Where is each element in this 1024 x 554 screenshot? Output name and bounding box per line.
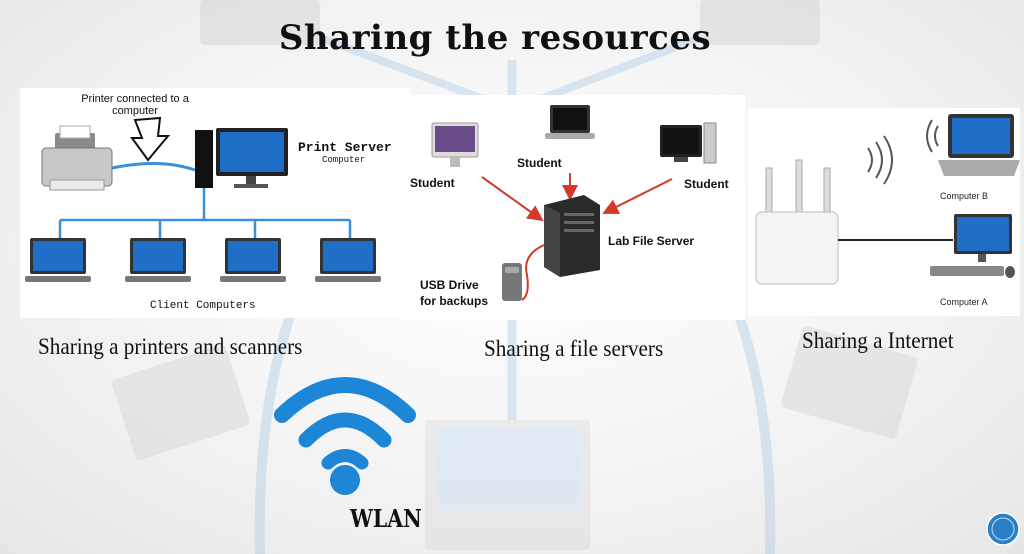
computer-b-label: Computer B bbox=[940, 191, 989, 201]
caption-internet: Sharing a Internet bbox=[802, 328, 954, 353]
channel-logo bbox=[986, 512, 1020, 546]
computer-b-laptop-icon bbox=[938, 114, 1020, 176]
wireless-router-icon bbox=[755, 159, 839, 285]
printer-label: Printer connected to a computer bbox=[81, 93, 189, 117]
print-server-computer-icon bbox=[195, 128, 288, 188]
lab-file-server-label: Lab File Server bbox=[608, 234, 695, 248]
print-sharing-panel: Printer connected to a computer Print Se… bbox=[20, 88, 410, 318]
student-imac-icon bbox=[431, 122, 479, 167]
student-left-label: Student bbox=[410, 176, 455, 190]
print-server-label: Print Server bbox=[298, 140, 392, 155]
print-server-sublabel: Computer bbox=[322, 155, 366, 165]
usb-drive-icon bbox=[502, 263, 522, 301]
student-laptop-icon bbox=[545, 105, 595, 139]
caption-file-servers: Sharing a file servers bbox=[484, 336, 664, 361]
caption-printers: Sharing a printers and scanners bbox=[38, 334, 303, 359]
usb-drive-label: USB Drive bbox=[420, 278, 479, 292]
file-sharing-panel: Student Student Student Lab File Server … bbox=[402, 95, 745, 320]
computer-a-label: Computer A bbox=[940, 297, 988, 307]
student-right-label: Student bbox=[684, 177, 729, 191]
client-computers-label: Client Computers bbox=[150, 300, 256, 312]
print-network-diagram bbox=[25, 116, 381, 282]
usb-backup-label: for backups bbox=[420, 294, 489, 308]
file-server-diagram bbox=[431, 105, 717, 301]
internet-diagram bbox=[755, 114, 1020, 285]
wlan-label: WLAN bbox=[350, 504, 422, 533]
lab-file-server-icon bbox=[544, 195, 600, 277]
down-arrow-icon bbox=[130, 116, 171, 162]
wireless-signal-icon bbox=[867, 135, 893, 185]
student-desktop-icon bbox=[660, 122, 717, 164]
page-title: Sharing the resources bbox=[278, 18, 712, 58]
printer-icon bbox=[41, 125, 113, 191]
computer-a-desktop-icon bbox=[930, 214, 1015, 278]
student-mid-label: Student bbox=[517, 156, 562, 170]
internet-sharing-panel: Computer B Computer A bbox=[748, 108, 1020, 316]
wifi-icon bbox=[274, 377, 416, 495]
client-laptop-icons bbox=[25, 238, 381, 282]
